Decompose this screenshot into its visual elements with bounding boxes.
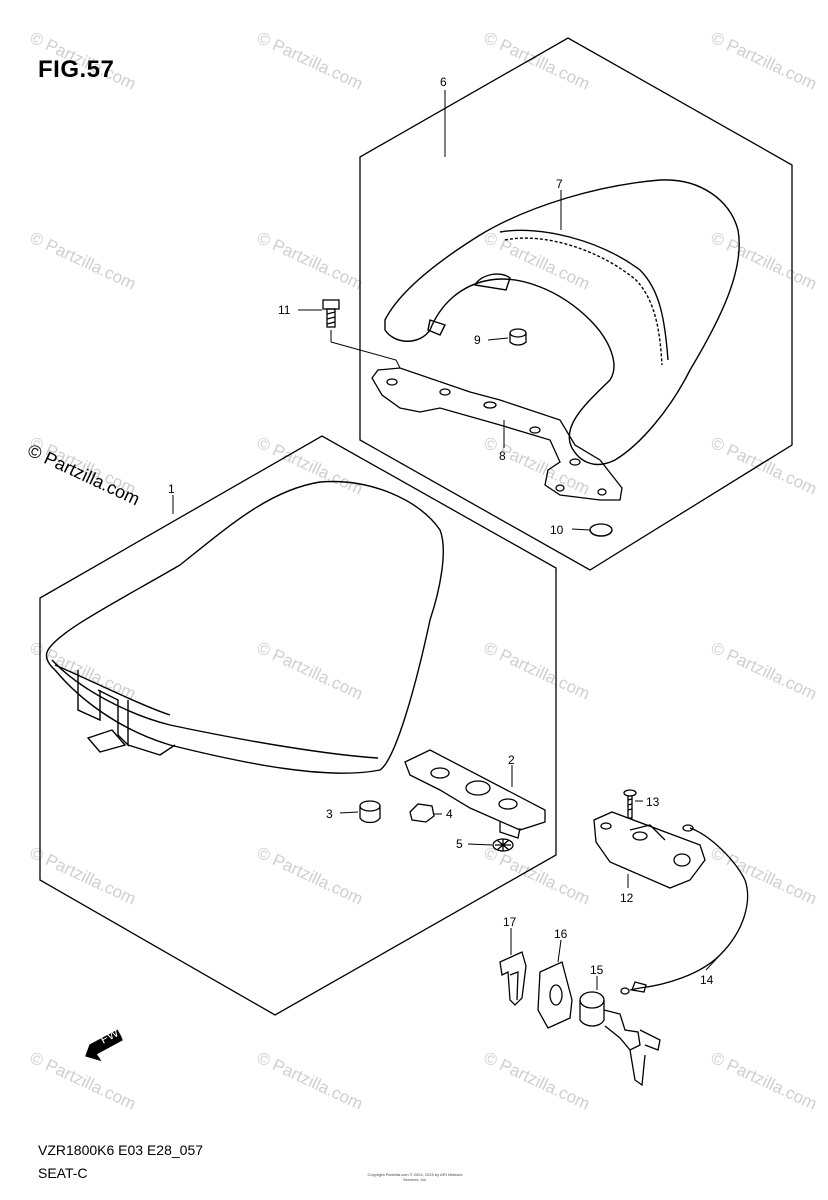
lock-clip-17	[499, 951, 527, 1006]
callout-3: 3	[326, 807, 333, 821]
callout-7: 7	[556, 177, 563, 191]
lock-cable-14	[620, 824, 749, 995]
rider-bracket	[404, 749, 546, 839]
callout-2: 2	[508, 753, 515, 767]
lock-cover-16	[537, 961, 573, 1029]
screw-13	[623, 789, 637, 819]
callout-labels: 6 7 11 9 8 10 1 2 3 4 5 13 12 14 15 16 1…	[98, 75, 714, 1047]
rider-seat-group-frame	[39, 435, 557, 1016]
callout-1: 1	[168, 482, 175, 496]
callout-13: 13	[646, 795, 660, 809]
figure-title: FIG.57	[38, 56, 115, 83]
callout-4: 4	[446, 807, 453, 821]
pillion-seat-group-frame	[359, 37, 793, 571]
callout-10: 10	[550, 523, 564, 537]
leader-lines	[172, 90, 721, 990]
clip-nut-5	[492, 838, 514, 852]
callout-9: 9	[474, 333, 481, 347]
callout-8: 8	[499, 449, 506, 463]
nut-4	[409, 803, 435, 823]
callout-6: 6	[440, 75, 447, 89]
front-direction-arrow	[85, 1029, 123, 1062]
section-name: SEAT-C	[38, 1165, 88, 1181]
pillion-bracket	[371, 367, 623, 501]
copyright-footer: Copyright Partzilla.com © 2024, 2025 by …	[367, 1172, 463, 1182]
nut-9	[509, 328, 527, 346]
lock-cylinder-15	[579, 991, 661, 1087]
rider-seat	[45, 480, 444, 774]
cushion-3	[359, 800, 381, 824]
callout-5: 5	[456, 837, 463, 851]
callout-12: 12	[620, 891, 634, 905]
model-code: VZR1800K6 E03 E28_057	[38, 1142, 204, 1158]
callout-16: 16	[554, 927, 568, 941]
callout-14: 14	[700, 973, 714, 987]
callout-17: 17	[503, 915, 517, 929]
callout-15: 15	[590, 963, 604, 977]
cushion-10	[589, 523, 613, 537]
bolt-11	[322, 299, 340, 328]
seat-lock-12	[593, 811, 706, 889]
pillion-seat	[384, 179, 740, 466]
callout-11: 11	[278, 303, 291, 317]
